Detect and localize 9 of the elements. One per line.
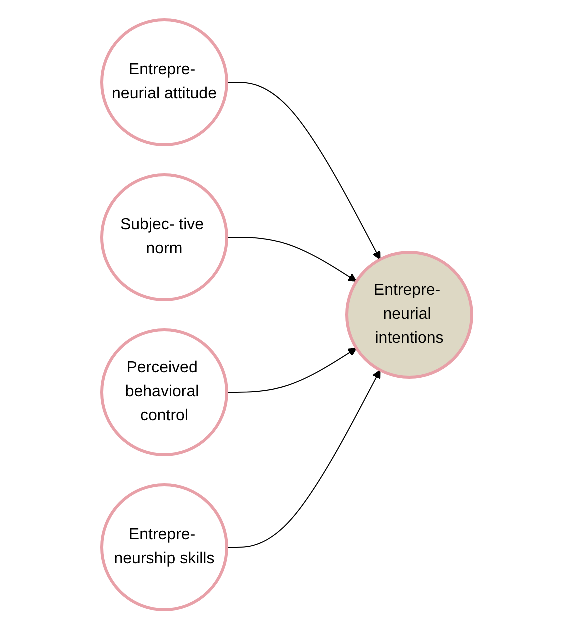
- arrow: [226, 82, 381, 260]
- node-circle: Entrepre- neurial intentions: [346, 250, 474, 378]
- arrow: [226, 236, 358, 282]
- node-circle: Subjec- tive norm: [100, 173, 228, 301]
- node-circle: Perceived behavioral control: [100, 328, 228, 456]
- node-circle: Entrepre- neurial attitude: [100, 18, 228, 146]
- node-circle: Entrepre- neurship skills: [100, 483, 228, 611]
- arrow: [226, 369, 381, 548]
- arrow: [226, 348, 358, 392]
